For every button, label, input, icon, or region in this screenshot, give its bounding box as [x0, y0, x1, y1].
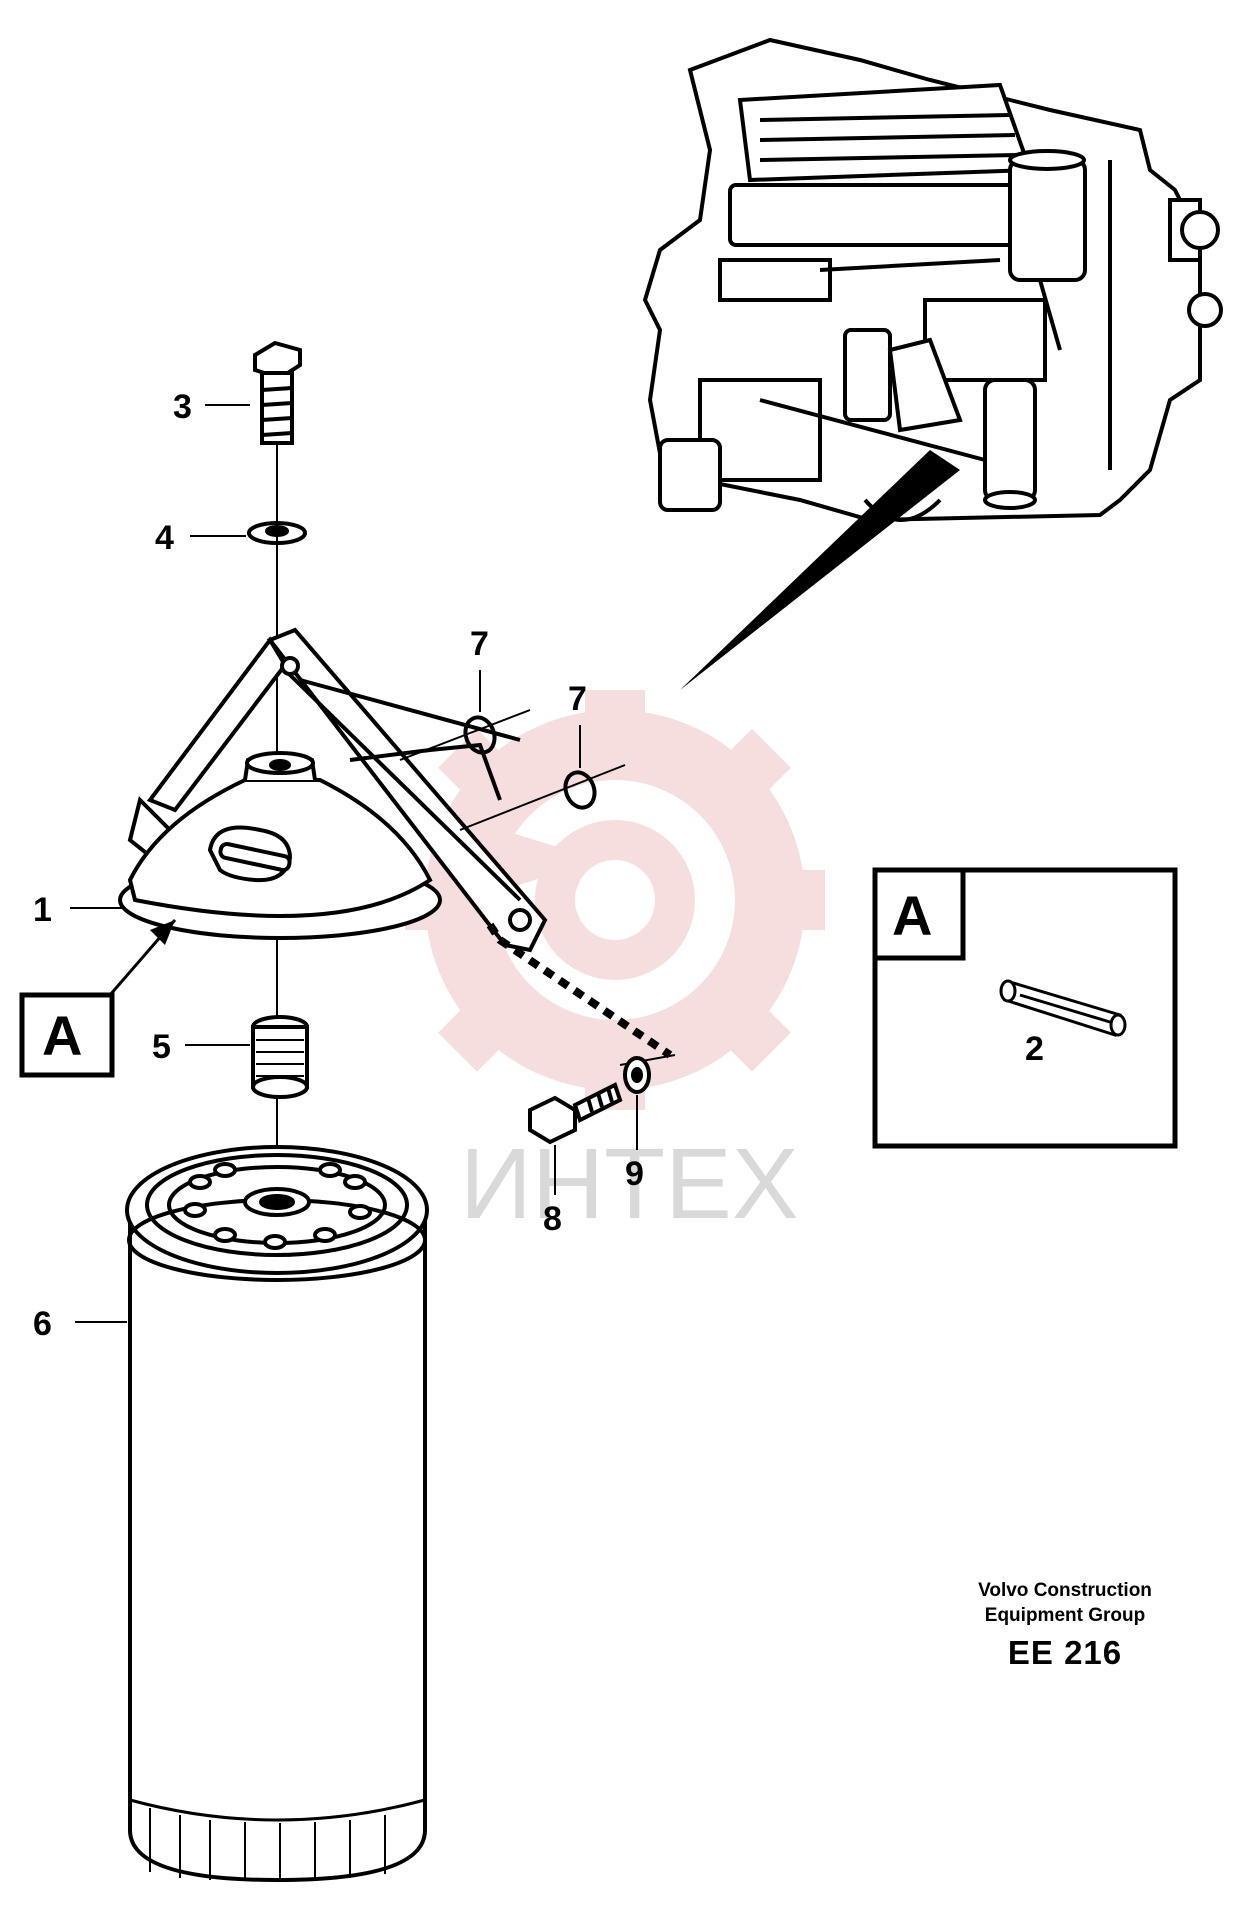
- fastener-axis-dashed: [486, 922, 673, 1059]
- o-ring-axis-a: [399, 709, 531, 761]
- pin-2: [999, 979, 1127, 1037]
- filter-head-1: [118, 627, 548, 953]
- callout-7a: 7: [470, 625, 489, 663]
- view-marker-box: [19, 992, 115, 1078]
- view-marker-letter: A: [42, 1004, 82, 1067]
- publisher-footer: Volvo Construction Equipment Group EE 21…: [880, 1578, 1242, 1672]
- callout-4: 4: [155, 519, 174, 557]
- washer-9: [623, 1056, 651, 1094]
- footer-publisher-line2: Equipment Group: [984, 1605, 1146, 1626]
- callout-6: 6: [33, 1305, 52, 1343]
- callout-7b: 7: [568, 680, 587, 718]
- o-ring-7b: [563, 770, 597, 810]
- footer-drawing-code: EE 216: [1007, 1634, 1123, 1671]
- callout-9: 9: [625, 1155, 644, 1193]
- o-ring-7a: [463, 715, 497, 755]
- detail-box-letter: A: [892, 884, 932, 947]
- callout-8: 8: [543, 1200, 562, 1238]
- view-marker-arrowhead: [150, 920, 175, 945]
- callout-3: 3: [173, 388, 192, 426]
- footer-publisher-line1: Volvo Construction: [978, 1580, 1152, 1601]
- callout-2: 2: [1025, 1030, 1044, 1068]
- detail-box-a: A 2: [872, 867, 1178, 1149]
- oil-filter-6: [125, 1145, 429, 1883]
- watermark-gear-logo: [405, 690, 825, 1110]
- view-pointer-wedge: [680, 450, 960, 690]
- engine-overview-illustration: [642, 37, 1223, 523]
- nipple-5: [251, 1015, 309, 1099]
- callout-5: 5: [152, 1028, 171, 1066]
- bolt-3: [253, 340, 302, 445]
- watermark-text: ИНТЕХ: [460, 1128, 799, 1240]
- bolt-8: [528, 1082, 623, 1145]
- o-ring-axis-b: [459, 764, 626, 831]
- callout-1: 1: [33, 891, 52, 929]
